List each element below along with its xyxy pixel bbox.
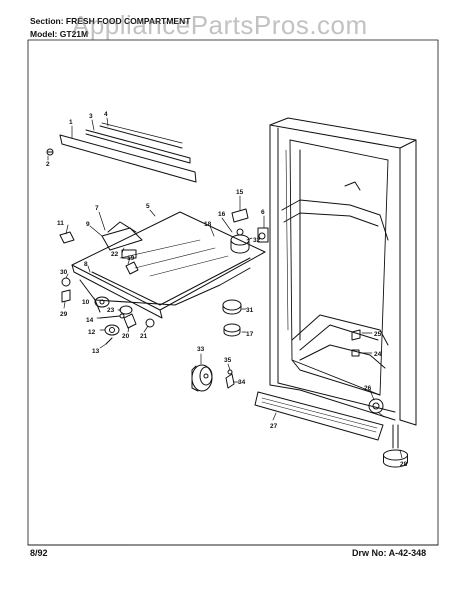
footer-drawing-number: Drw No: A-42-348 — [352, 548, 427, 558]
left-small-parts — [61, 277, 155, 345]
model-title: Model: GT21M — [30, 29, 89, 39]
callout-31: 31 — [246, 307, 254, 314]
front-roller — [368, 398, 384, 414]
callout-22: 22 — [111, 251, 119, 258]
callout-3: 3 — [89, 113, 93, 120]
callout-20: 20 — [122, 333, 130, 340]
kick-plate — [254, 391, 384, 441]
callout-28: 28 — [400, 461, 408, 468]
callout-19: 19 — [127, 255, 135, 262]
callout-4: 4 — [104, 111, 108, 118]
leader-lines — [47, 117, 403, 459]
callout-35: 35 — [224, 357, 232, 364]
interior-parts — [351, 329, 361, 357]
callout-18: 18 — [204, 221, 212, 228]
callout-1: 1 — [69, 119, 73, 126]
callout-13: 13 — [92, 348, 100, 355]
callout-labels: 1 2 3 4 5 6 7 8 9 10 11 12 13 14 15 16 1… — [46, 111, 408, 468]
callout-11: 11 — [57, 220, 64, 227]
callout-12: 12 — [88, 329, 96, 336]
callout-29: 29 — [60, 311, 68, 318]
callout-15: 15 — [236, 189, 244, 196]
shelf-assembly — [59, 208, 266, 319]
callout-6: 6 — [261, 209, 265, 216]
callout-25: 25 — [374, 331, 382, 338]
callout-10: 10 — [82, 299, 90, 306]
callout-17: 17 — [246, 331, 254, 338]
callout-2: 2 — [46, 161, 50, 168]
callout-32: 32 — [253, 237, 261, 244]
section-title: Section: FRESH FOOD COMPARTMENT — [30, 16, 191, 26]
callout-30: 30 — [60, 269, 68, 276]
footer-date: 8/92 — [30, 548, 48, 558]
callout-26: 26 — [364, 385, 372, 392]
callout-34: 34 — [238, 379, 246, 386]
center-loose-parts — [191, 299, 242, 392]
callout-14: 14 — [86, 317, 94, 324]
callout-21: 21 — [140, 333, 148, 340]
callout-33: 33 — [197, 346, 205, 353]
callout-24: 24 — [374, 351, 382, 358]
callout-27: 27 — [270, 423, 278, 430]
callout-23: 23 — [107, 307, 115, 314]
cabinet-shell — [257, 117, 417, 426]
callout-8: 8 — [84, 261, 88, 268]
callout-7: 7 — [95, 205, 99, 212]
top-rail — [46, 122, 197, 183]
callout-16: 16 — [218, 211, 226, 218]
leveling-leg — [383, 424, 408, 468]
callout-9: 9 — [86, 221, 90, 228]
callout-5: 5 — [146, 203, 150, 210]
